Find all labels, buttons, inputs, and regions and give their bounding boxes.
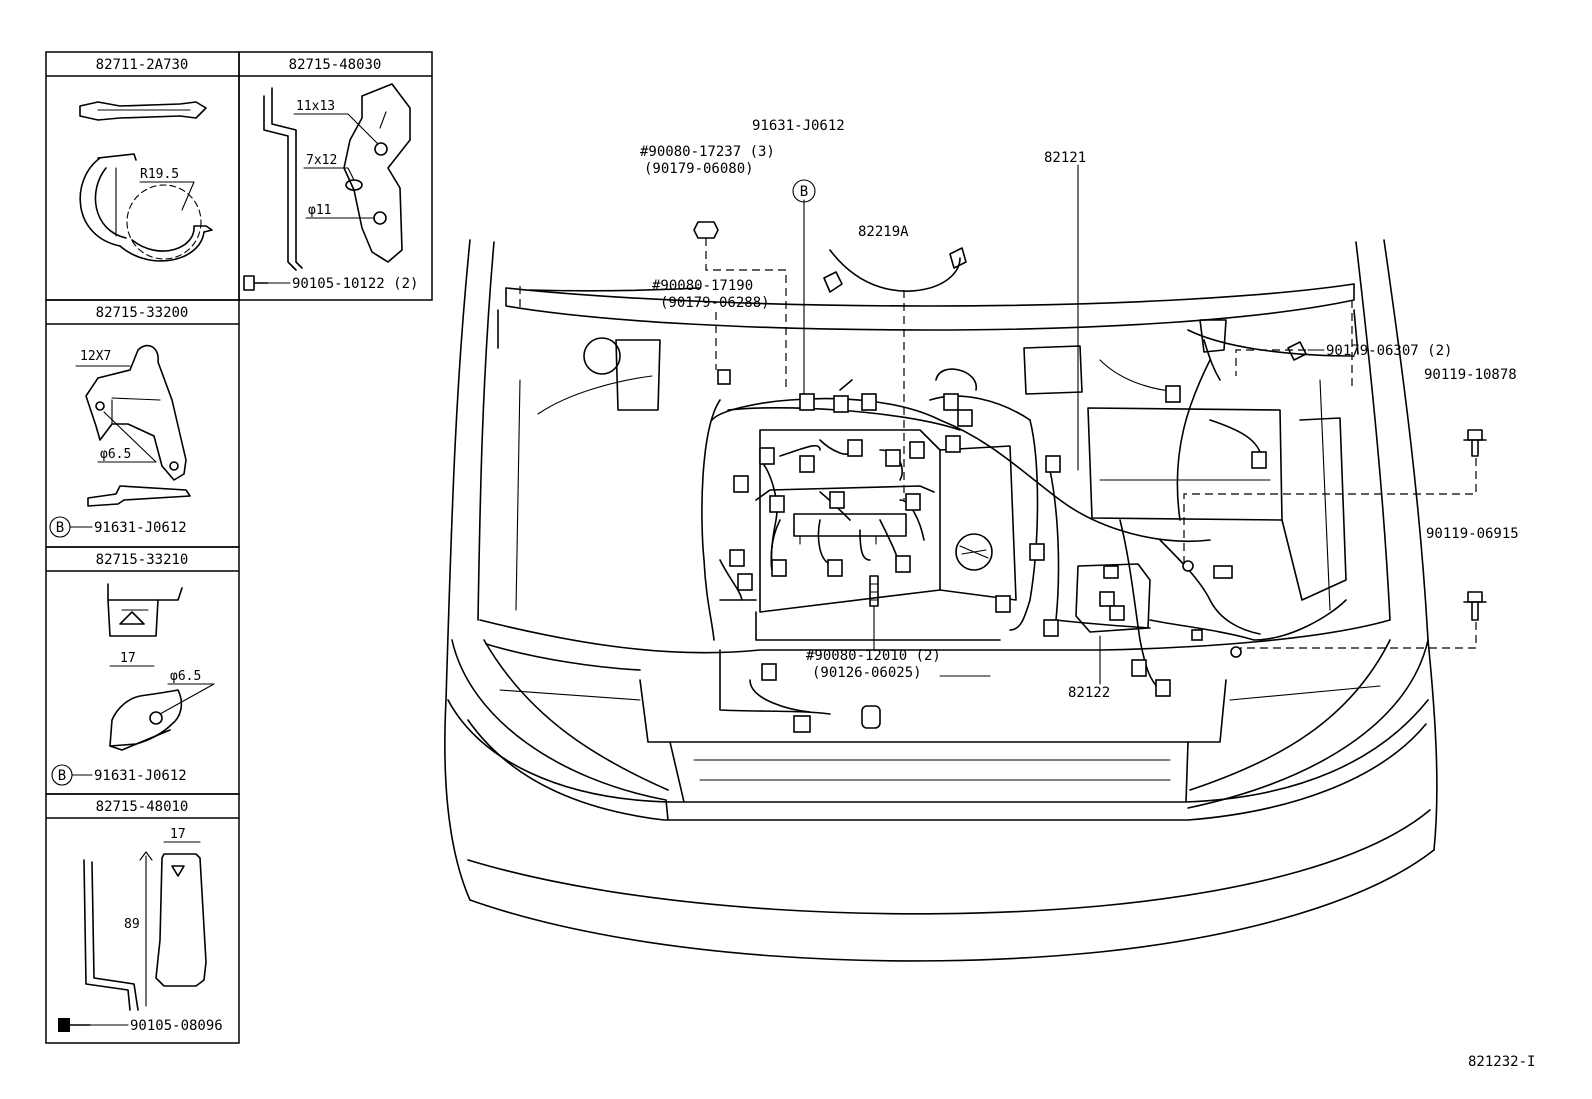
label-90080-12010: #90080-12010 (2) xyxy=(806,648,941,664)
stud-icon xyxy=(869,575,879,607)
bolt-icon xyxy=(1463,591,1487,621)
label-90080-17237: #90080-17237 (3) xyxy=(640,144,775,160)
label-90119-06915: 90119-06915 xyxy=(1426,526,1519,542)
panel-header: 82715-33210 xyxy=(96,552,189,568)
leader-lines xyxy=(519,164,1477,685)
label-91631-j0612: 91631-J0612 xyxy=(752,118,845,134)
wire-harness xyxy=(701,247,1347,733)
nut-icon xyxy=(693,221,719,239)
label-90126-06025: (90126-06025) xyxy=(812,665,922,681)
dim-label: 7x12 xyxy=(306,153,337,168)
label-82219a: 82219A xyxy=(858,224,909,240)
bolt-icon xyxy=(1463,429,1487,457)
part-number: 91631-J0612 xyxy=(94,768,187,784)
main-labels: 91631-J0612 B #90080-17237 (3) (90179-06… xyxy=(640,118,1535,1070)
part-number: 90105-08096 xyxy=(130,1018,223,1034)
clip-icon xyxy=(1287,341,1307,361)
vehicle-outline xyxy=(444,239,1438,962)
circle-b-label: B xyxy=(56,520,64,536)
label-90119-10878: 90119-10878 xyxy=(1424,367,1517,383)
bracket-drawing-48030: 11x13 7x12 φ11 90105-10122 (2) xyxy=(243,83,418,292)
dim-label: 11x13 xyxy=(296,99,335,114)
panel-82715-48010 xyxy=(45,793,240,1044)
bracket-drawing-48010: 17 89 90105-08096 xyxy=(58,827,223,1034)
label-90179-06307: 90179-06307 (2) xyxy=(1326,343,1452,359)
panel-82715-33210 xyxy=(45,546,240,795)
circle-b-callout xyxy=(792,179,816,203)
clamp-drawing: R19.5 xyxy=(79,101,213,262)
label-82121: 82121 xyxy=(1044,150,1086,166)
bracket-drawing-33200: 12X7 φ6.5 B 91631-J0612 xyxy=(49,344,191,538)
dim-label: 17 xyxy=(120,651,136,666)
panel-header: 82711-2A730 xyxy=(96,57,189,73)
panel-header: 82715-48030 xyxy=(289,57,382,73)
label-82122: 82122 xyxy=(1068,685,1110,701)
label-90179-06288: (90179-06288) xyxy=(660,295,770,311)
dim-label: 89 xyxy=(124,917,140,932)
circle-b-label: B xyxy=(58,768,66,784)
bracket-drawing-33210: 17 φ6.5 B 91631-J0612 xyxy=(51,583,215,786)
dim-label: 17 xyxy=(170,827,186,842)
inset-panels: 82711-2A730 82715-48030 82715-33200 8271… xyxy=(45,51,433,1044)
dim-label: φ6.5 xyxy=(170,669,201,684)
engine xyxy=(583,337,1347,641)
dim-label: φ6.5 xyxy=(100,447,131,462)
panel-header: 82715-48010 xyxy=(96,799,189,815)
fasteners xyxy=(693,221,1487,621)
panel-82715-48030 xyxy=(238,51,433,301)
diagram-id: 821232-I xyxy=(1468,1054,1535,1070)
part-number: 91631-J0612 xyxy=(94,520,187,536)
panel-82715-33200 xyxy=(45,299,240,548)
dim-label: 12X7 xyxy=(80,349,111,364)
part-number: 90105-10122 (2) xyxy=(292,276,418,292)
label-90080-17190: #90080-17190 xyxy=(652,278,753,294)
dim-label: φ11 xyxy=(308,203,331,218)
panel-header: 82715-33200 xyxy=(96,305,189,321)
label-90179-06080: (90179-06080) xyxy=(644,161,754,177)
dim-label: R19.5 xyxy=(140,167,179,182)
circle-b-label: B xyxy=(800,184,808,200)
